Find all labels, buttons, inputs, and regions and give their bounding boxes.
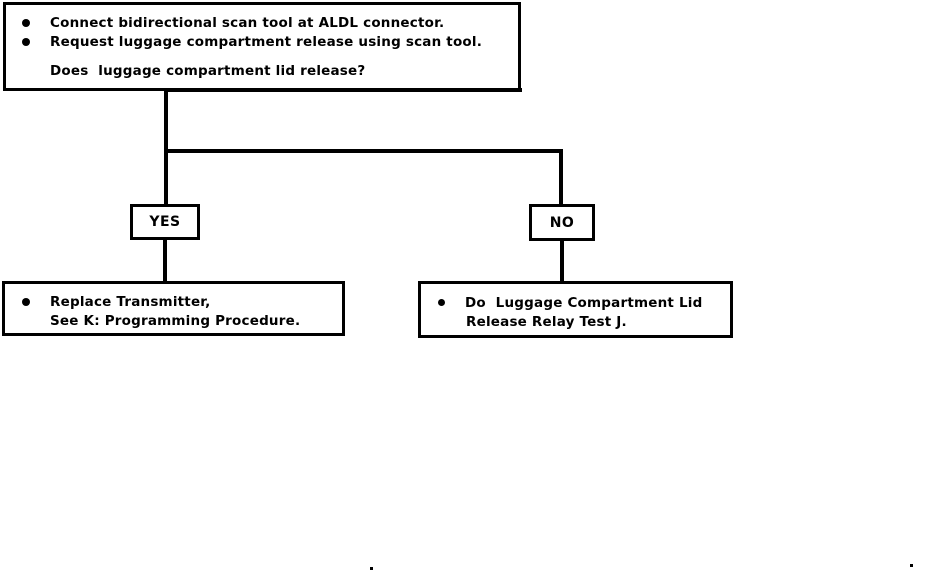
bullet-dot-icon (22, 19, 30, 27)
connector-stem-no (559, 149, 563, 205)
bullet-dot-icon (22, 38, 30, 46)
yes-branch[interactable]: YES (130, 204, 200, 240)
outcome-right-line-1: Do Luggage Compartment Lid (465, 295, 703, 311)
question-bullet-2: Request luggage compartment release usin… (22, 33, 482, 52)
question-bullet-1-label: Connect bidirectional scan tool at ALDL … (50, 15, 445, 31)
connector-no-to-outcome (560, 240, 564, 282)
bullet-dot-icon (438, 299, 445, 306)
outcome-right-line-2: Release Relay Test J. (466, 314, 627, 330)
bullet-dot-icon (22, 298, 30, 306)
scan-speck-center (370, 567, 373, 570)
replace-transmitter-content: Replace Transmitter, See K: Programming … (5, 284, 342, 333)
connector-stem-main (164, 91, 168, 204)
no-branch[interactable]: NO (529, 204, 595, 241)
outcome-right-bullet: Do Luggage Compartment Lid (438, 294, 702, 313)
outcome-left-bullet: Replace Transmitter, (22, 293, 211, 312)
connector-yes-to-outcome (163, 239, 167, 282)
outcome-left-line-1: Replace Transmitter, (50, 294, 211, 310)
no-branch-label: NO (549, 214, 575, 231)
scan-speck-right (910, 564, 913, 567)
connector-rail-upper (164, 88, 522, 92)
connector-rail-lower (164, 149, 563, 153)
replace-transmitter-box: Replace Transmitter, See K: Programming … (2, 281, 345, 336)
question-bullet-1: Connect bidirectional scan tool at ALDL … (22, 14, 444, 33)
question-box-content: Connect bidirectional scan tool at ALDL … (6, 5, 518, 88)
yes-branch-label: YES (149, 214, 181, 230)
outcome-left-line-2: See K: Programming Procedure. (50, 313, 301, 329)
question-bullet-2-label: Request luggage compartment release usin… (50, 34, 483, 50)
relay-test-content: Do Luggage Compartment Lid Release Relay… (421, 284, 730, 335)
question-box: Connect bidirectional scan tool at ALDL … (3, 2, 521, 91)
question-prompt: Does luggage compartment lid release? (50, 63, 366, 79)
relay-test-box: Do Luggage Compartment Lid Release Relay… (418, 281, 733, 338)
